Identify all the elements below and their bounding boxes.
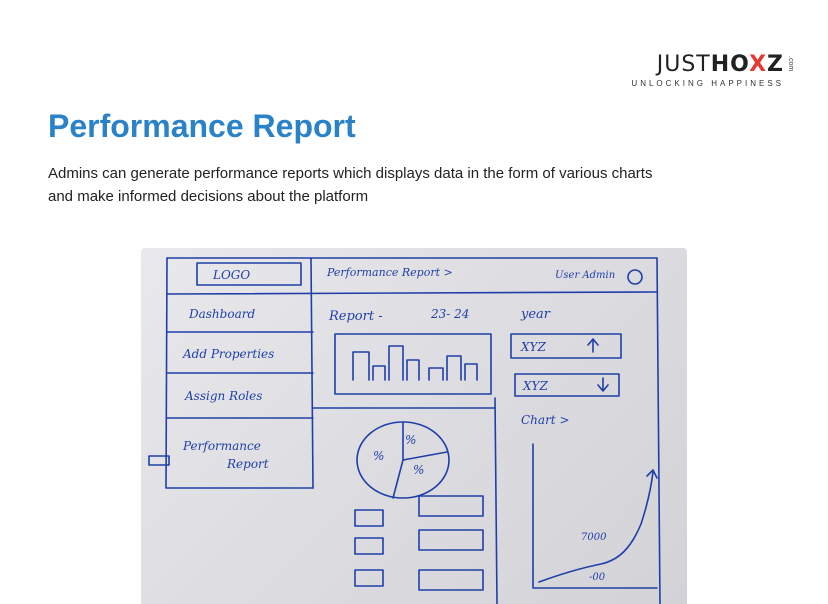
medium-box-1 xyxy=(418,495,484,517)
small-box-3 xyxy=(354,569,384,587)
medium-box-3 xyxy=(418,569,484,591)
sketch-logo-box xyxy=(196,262,302,286)
page-description: Admins can generate performance reports … xyxy=(48,165,653,205)
sidebar-item-add-properties: Add Properties xyxy=(182,347,274,361)
sidebar-item-performance: Performance xyxy=(182,439,261,453)
brand-domain: .com xyxy=(787,56,794,72)
line-value-low: -00 xyxy=(589,572,606,583)
sketch-report-range: 23- 24 xyxy=(430,307,469,321)
brand-logo: JUSTHOXZ .com UNLOCKING HAPPINESS xyxy=(631,52,794,88)
sketch-report-label: Report - xyxy=(328,309,383,324)
wireframe-sketch: LOGO Performance Report > User Admin Das… xyxy=(148,257,661,604)
line-chart-line xyxy=(538,471,654,583)
kpi-down-label: XYZ xyxy=(522,379,548,393)
page-title: Performance Report xyxy=(48,108,356,144)
brand-name-mid: HO xyxy=(710,52,750,77)
kpi-up-label: XYZ xyxy=(520,340,546,354)
small-box-2 xyxy=(354,537,384,555)
brand-wordmark: JUSTHOXZ xyxy=(631,52,784,78)
brand-name-x: X xyxy=(749,52,768,77)
sketch-report-suffix: year xyxy=(520,307,551,322)
sidebar-item-dashboard: Dashboard xyxy=(188,307,255,321)
small-box-1 xyxy=(354,509,384,527)
kpi-up-box xyxy=(510,333,622,359)
line-chart-arrowhead xyxy=(646,469,658,479)
sketch-content-divider xyxy=(494,397,498,604)
sketch-frame-right xyxy=(656,257,661,604)
wireframe-sketch-photo: LOGO Performance Report > User Admin Das… xyxy=(141,248,687,604)
sketch-chart-link: Chart > xyxy=(521,413,570,427)
kpi-down-box xyxy=(514,373,620,397)
pie-label-3: % xyxy=(413,463,424,477)
brand-tagline: UNLOCKING HAPPINESS xyxy=(631,79,784,88)
sketch-logo-label: LOGO xyxy=(212,268,250,282)
arrow-up-icon xyxy=(587,338,599,353)
sketch-user-label: User Admin xyxy=(555,270,615,281)
sketch-header-line xyxy=(166,291,658,295)
pie-label-1: % xyxy=(405,433,416,447)
sketch-header-title: Performance Report > xyxy=(326,266,453,279)
line-value-high: 7000 xyxy=(581,532,607,543)
selection-marker xyxy=(148,455,170,466)
sidebar-item-assign-roles: Assign Roles xyxy=(184,389,262,403)
bar-chart-bars xyxy=(352,345,478,381)
brand-name-prefix: JUST xyxy=(656,52,711,77)
pie-label-2: % xyxy=(373,449,384,463)
bar-chart-box xyxy=(334,333,492,395)
line-chart-y-axis xyxy=(532,443,658,589)
user-icon xyxy=(627,269,643,285)
medium-box-2 xyxy=(418,529,484,551)
brand-name-suffix: Z xyxy=(767,52,784,77)
pie-chart-slices xyxy=(392,421,448,499)
sidebar-item-report: Report xyxy=(226,457,269,471)
arrow-down-icon xyxy=(597,377,609,392)
